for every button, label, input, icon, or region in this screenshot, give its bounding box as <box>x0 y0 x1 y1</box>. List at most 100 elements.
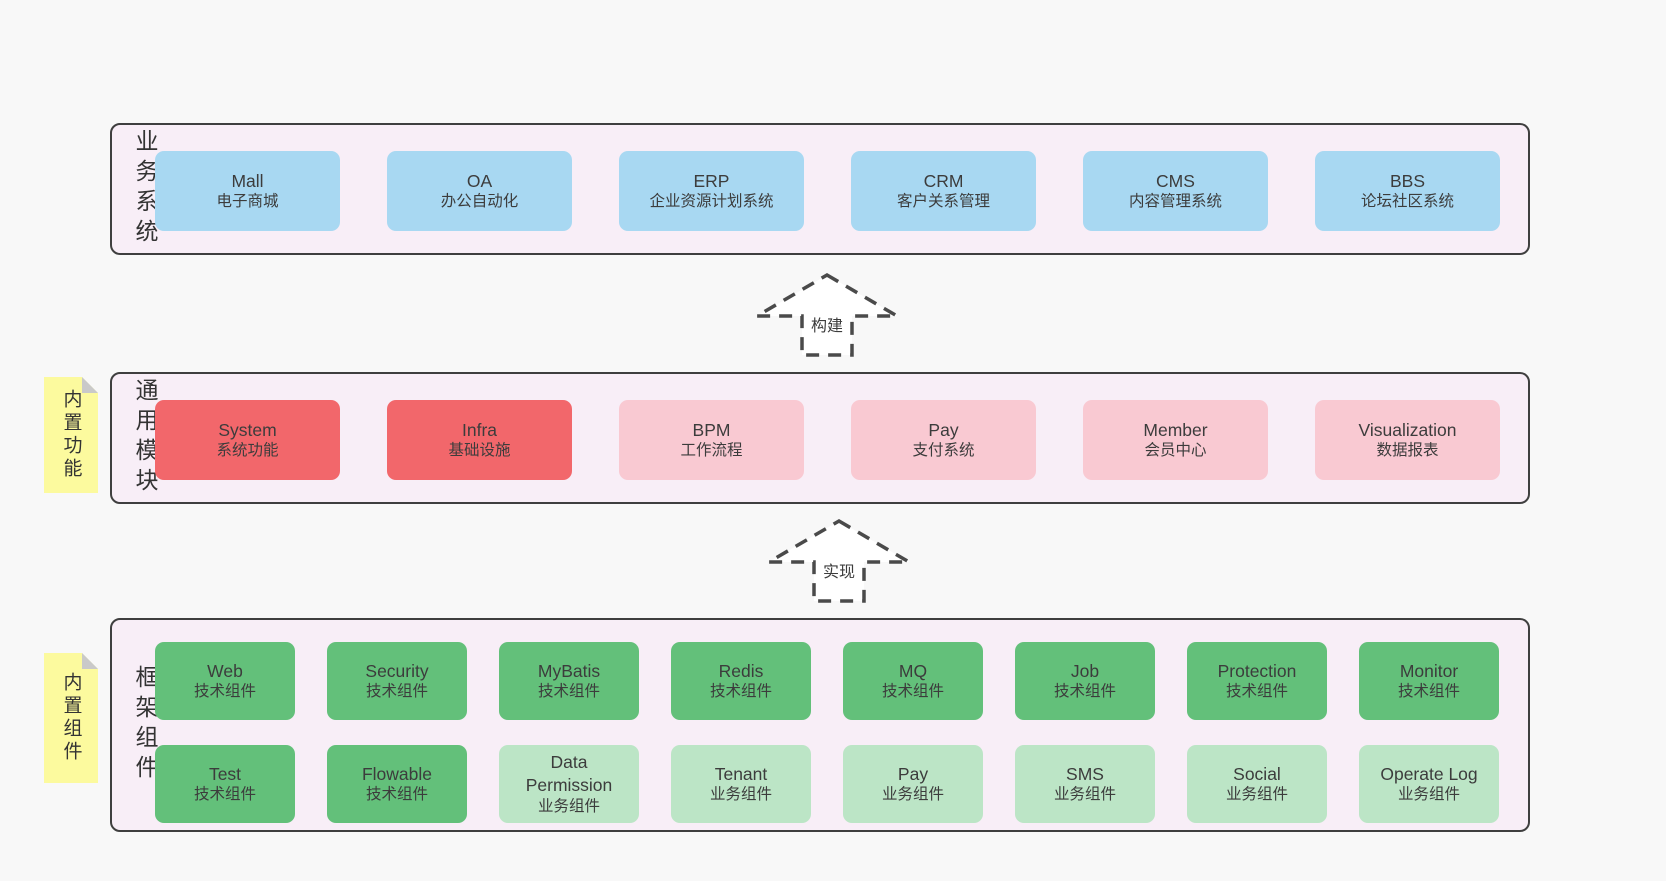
module-box-subtitle: 业务组件 <box>709 786 772 804</box>
common-modules-box-row: System 系统功能 Infra 基础设施 BPM 工作流程 Pay 支付系统 Member 会… <box>155 400 1500 480</box>
layer-label-framework-components: 框架组件 <box>132 665 158 785</box>
module-box-sms: SMS 业务组件 <box>1015 745 1155 823</box>
layer-label-common-modules: 通用模块 <box>132 378 158 498</box>
module-box-operate-log: Operate Log 业务组件 <box>1359 745 1499 823</box>
module-box-title: BBS <box>1389 170 1426 191</box>
module-box-web: Web 技术组件 <box>155 642 295 720</box>
module-box-title: MQ <box>898 660 928 681</box>
module-box-title: Flowable <box>361 763 433 784</box>
module-box-subtitle: 支付系统 <box>912 442 975 460</box>
module-box-title: Pay <box>928 419 959 440</box>
module-box-title: Protection <box>1217 660 1297 681</box>
module-box-subtitle: 技术组件 <box>193 683 256 701</box>
module-box-title: Mall <box>231 170 264 191</box>
layer-business-systems: 业务系统 Mall 电子商城 OA 办公自动化 ERP 企业资源计划系统 CRM 客户关系管理… <box>110 123 1530 255</box>
sticky-note-built-in-features: 内置功能 <box>44 377 98 493</box>
module-box-flowable: Flowable 技术组件 <box>327 745 467 823</box>
module-box-test: Test 技术组件 <box>155 745 295 823</box>
module-box-subtitle: 系统功能 <box>216 442 279 460</box>
module-box-mall: Mall 电子商城 <box>155 151 340 231</box>
module-box-subtitle: 会员中心 <box>1144 442 1207 460</box>
sticky-note-text: 内置组件 <box>60 672 82 764</box>
module-box-bbs: BBS 论坛社区系统 <box>1315 151 1500 231</box>
module-box-title: System <box>218 419 277 440</box>
module-box-cms: CMS 内容管理系统 <box>1083 151 1268 231</box>
module-box-title: OA <box>466 170 493 191</box>
module-box-title: CRM <box>923 170 964 191</box>
sticky-note-icon <box>44 377 98 493</box>
module-box-subtitle: 技术组件 <box>709 683 772 701</box>
module-box-title: Member <box>1143 419 1208 440</box>
module-box-oa: OA 办公自动化 <box>387 151 572 231</box>
module-box-erp: ERP 企业资源计划系统 <box>619 151 804 231</box>
module-box-title: ERP <box>693 170 730 191</box>
arrow-implement: 实现 <box>762 518 916 604</box>
module-box-title: Tenant <box>714 763 768 784</box>
module-box-subtitle: 业务组件 <box>881 786 944 804</box>
module-box-title: CMS <box>1156 170 1195 191</box>
module-box-title: Visualization <box>1358 419 1457 440</box>
module-box-subtitle: 论坛社区系统 <box>1360 193 1454 211</box>
module-box-subtitle: 技术组件 <box>1225 683 1288 701</box>
module-box-subtitle: 基础设施 <box>448 442 511 460</box>
module-box-data-permission: Data Permission 业务组件 <box>499 745 639 823</box>
module-box-infra: Infra 基础设施 <box>387 400 572 480</box>
sticky-note-text: 内置功能 <box>60 389 82 481</box>
module-box-protection: Protection 技术组件 <box>1187 642 1327 720</box>
module-box-title: Web <box>207 660 243 681</box>
business-systems-box-row: Mall 电子商城 OA 办公自动化 ERP 企业资源计划系统 CRM 客户关系管理 CMS 内容… <box>155 151 1500 231</box>
module-box-title: Data Permission <box>525 752 613 795</box>
module-box-title: Monitor <box>1399 660 1459 681</box>
module-box-title: Test <box>208 763 242 784</box>
module-box-bpm: BPM 工作流程 <box>619 400 804 480</box>
module-box-pay: Pay 业务组件 <box>843 745 983 823</box>
module-box-subtitle: 技术组件 <box>193 786 256 804</box>
module-box-subtitle: 技术组件 <box>1397 683 1460 701</box>
module-box-pay: Pay 支付系统 <box>851 400 1036 480</box>
module-box-subtitle: 业务组件 <box>1225 786 1288 804</box>
module-box-subtitle: 企业资源计划系统 <box>649 193 774 211</box>
module-box-subtitle: 办公自动化 <box>440 193 519 211</box>
module-box-subtitle: 业务组件 <box>1397 786 1460 804</box>
module-box-visualization: Visualization 数据报表 <box>1315 400 1500 480</box>
module-box-subtitle: 业务组件 <box>537 797 600 815</box>
module-box-crm: CRM 客户关系管理 <box>851 151 1036 231</box>
module-box-title: Job <box>1070 660 1100 681</box>
layer-label-business-systems: 业务系统 <box>132 129 158 249</box>
module-box-title: Infra <box>461 419 498 440</box>
module-box-mybatis: MyBatis 技术组件 <box>499 642 639 720</box>
module-box-title: Operate Log <box>1380 763 1478 784</box>
module-box-subtitle: 内容管理系统 <box>1128 193 1222 211</box>
arrow-build: 构建 <box>750 272 904 358</box>
module-box-subtitle: 业务组件 <box>1053 786 1116 804</box>
module-box-subtitle: 工作流程 <box>680 442 743 460</box>
module-box-monitor: Monitor 技术组件 <box>1359 642 1499 720</box>
module-box-tenant: Tenant 业务组件 <box>671 745 811 823</box>
module-box-mq: MQ 技术组件 <box>843 642 983 720</box>
module-box-title: SMS <box>1066 763 1104 784</box>
module-box-title: Pay <box>897 763 929 784</box>
sticky-note-built-in-components: 内置组件 <box>44 653 98 783</box>
module-box-title: BPM <box>692 419 731 440</box>
module-box-member: Member 会员中心 <box>1083 400 1268 480</box>
module-box-subtitle: 技术组件 <box>365 683 428 701</box>
module-box-redis: Redis 技术组件 <box>671 642 811 720</box>
sticky-note-icon <box>44 653 98 783</box>
module-box-subtitle: 技术组件 <box>881 683 944 701</box>
module-box-system: System 系统功能 <box>155 400 340 480</box>
module-box-title: MyBatis <box>537 660 601 681</box>
module-box-subtitle: 客户关系管理 <box>896 193 990 211</box>
module-box-subtitle: 技术组件 <box>537 683 600 701</box>
module-box-subtitle: 电子商城 <box>216 193 279 211</box>
layer-common-modules: 内置功能 通用模块 System 系统功能 Infra 基础设施 BPM 工作流程 Pay 支… <box>44 372 1530 504</box>
module-box-title: Redis <box>718 660 764 681</box>
module-box-subtitle: 技术组件 <box>365 786 428 804</box>
module-box-subtitle: 数据报表 <box>1376 442 1439 460</box>
